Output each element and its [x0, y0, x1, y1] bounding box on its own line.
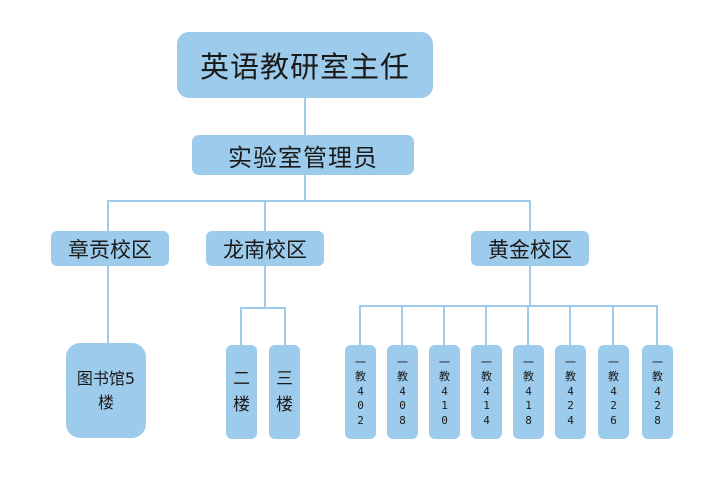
connector-huangjin-leaf-4	[527, 305, 529, 345]
node-huangjin-room-418-char: 教	[523, 370, 534, 384]
connector-huangjin-leaf-0	[359, 305, 361, 345]
node-longnan-floor-3-char: 楼	[276, 395, 293, 415]
node-campus-zhanggong[interactable]: 章贡校区	[51, 231, 169, 266]
node-huangjin-room-426-char: 2	[610, 399, 617, 413]
connector-huangjin-leaf-7	[656, 305, 658, 345]
node-huangjin-room-410-char: 0	[441, 413, 448, 427]
connector-to-campus-longnan	[264, 200, 266, 231]
node-huangjin-room-410-char: 教	[439, 370, 450, 384]
node-huangjin-room-426-char: 6	[610, 413, 617, 427]
node-huangjin-room-408-char: 0	[399, 399, 406, 413]
connector-longnan-down	[264, 266, 266, 309]
connector-to-campus-huangjin	[529, 200, 531, 231]
node-huangjin-room-428-char: 2	[654, 399, 661, 413]
node-huangjin-room-410-char: 4	[441, 384, 448, 398]
node-huangjin-room-428-char: 一	[652, 355, 663, 369]
node-huangjin-room-426-char: 教	[608, 370, 619, 384]
node-huangjin-room-428-char: 8	[654, 413, 661, 427]
connector-huangjin-leaf-3	[485, 305, 487, 345]
node-huangjin-room-414-char: 一	[481, 355, 492, 369]
connector-huangjin-bar	[359, 305, 658, 307]
node-huangjin-room-402-char: 0	[357, 399, 364, 413]
node-longnan-floor-3[interactable]: 三楼	[269, 345, 300, 439]
node-campus-huangjin[interactable]: 黄金校区	[471, 231, 589, 266]
node-huangjin-room-424-char: 2	[567, 399, 574, 413]
node-huangjin-room-402-char: 2	[357, 413, 364, 427]
node-huangjin-room-418-char: 4	[525, 384, 532, 398]
connector-root-to-manager	[304, 98, 306, 135]
connector-huangjin-leaf-2	[443, 305, 445, 345]
node-huangjin-room-418-char: 一	[523, 355, 534, 369]
connector-huangjin-leaf-1	[401, 305, 403, 345]
node-huangjin-room-410-char: 1	[441, 399, 448, 413]
node-huangjin-room-410-char: 一	[439, 355, 450, 369]
node-longnan-floor-2[interactable]: 二楼	[226, 345, 257, 439]
node-campus-longnan[interactable]: 龙南校区	[206, 231, 324, 266]
node-huangjin-room-408-char: 8	[399, 413, 406, 427]
node-huangjin-room-408-char: 4	[399, 384, 406, 398]
node-longnan-floor-2-char: 楼	[233, 395, 250, 415]
connector-longnan-leaf-1	[284, 307, 286, 345]
node-huangjin-room-418-char: 8	[525, 413, 532, 427]
node-huangjin-room-424-char: 一	[565, 355, 576, 369]
node-english-teaching-director[interactable]: 英语教研室主任	[177, 32, 433, 98]
node-huangjin-room-426-char: 4	[610, 384, 617, 398]
node-huangjin-room-408-char: 教	[397, 370, 408, 384]
connector-huangjin-down	[529, 266, 531, 306]
node-huangjin-room-414-char: 4	[483, 413, 490, 427]
node-huangjin-room-402-char: 一	[355, 355, 366, 369]
node-huangjin-room-408-char: 一	[397, 355, 408, 369]
connector-huangjin-leaf-5	[569, 305, 571, 345]
connector-huangjin-leaf-6	[612, 305, 614, 345]
node-huangjin-room-402-char: 4	[357, 384, 364, 398]
node-huangjin-room-424-char: 教	[565, 370, 576, 384]
connector-manager-down	[304, 175, 306, 202]
node-huangjin-room-418-char: 1	[525, 399, 532, 413]
connector-campus-bar	[107, 200, 531, 202]
node-huangjin-room-428-char: 4	[654, 384, 661, 398]
node-huangjin-room-414-char: 4	[483, 384, 490, 398]
node-huangjin-room-424-char: 4	[567, 413, 574, 427]
node-huangjin-room-424-char: 4	[567, 384, 574, 398]
node-lab-manager[interactable]: 实验室管理员	[192, 135, 414, 175]
node-huangjin-room-426-char: 一	[608, 355, 619, 369]
node-huangjin-room-402-char: 教	[355, 370, 366, 384]
connector-longnan-bar	[240, 307, 286, 309]
node-longnan-floor-2-char: 二	[233, 369, 250, 389]
connector-to-campus-zhanggong	[107, 200, 109, 231]
node-huangjin-room-428-char: 教	[652, 370, 663, 384]
node-library-5th-floor[interactable]: 图书馆5楼	[66, 343, 146, 438]
connector-zhanggong-to-leaf	[107, 266, 109, 343]
node-huangjin-room-414-char: 教	[481, 370, 492, 384]
node-huangjin-room-414-char: 1	[483, 399, 490, 413]
connector-longnan-leaf-0	[240, 307, 242, 345]
node-longnan-floor-3-char: 三	[276, 369, 293, 389]
